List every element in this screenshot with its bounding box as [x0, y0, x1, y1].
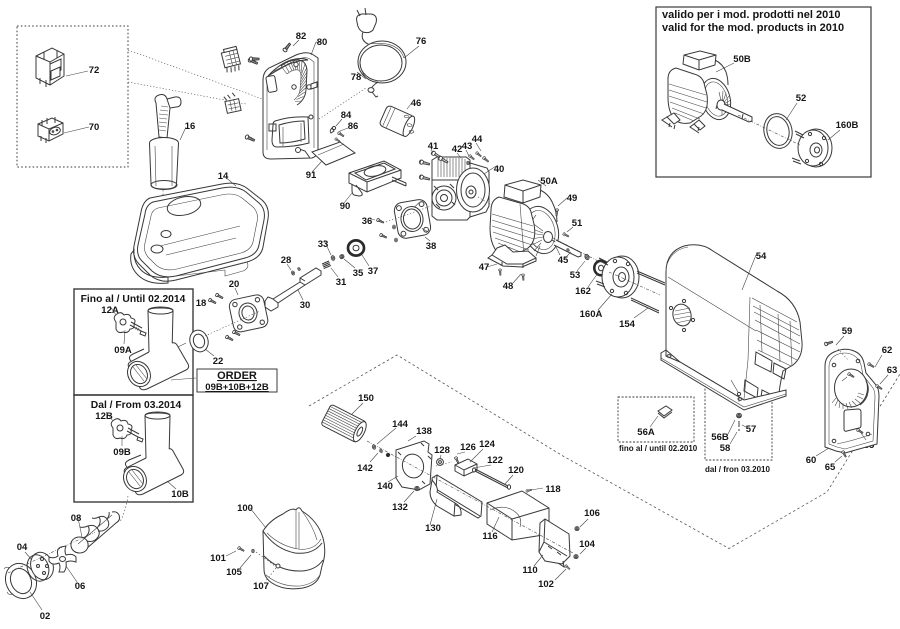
svg-text:56A: 56A — [637, 427, 655, 438]
svg-text:40: 40 — [494, 164, 505, 175]
svg-text:14: 14 — [218, 171, 229, 182]
svg-text:120: 120 — [508, 465, 524, 476]
svg-text:12A: 12A — [101, 305, 119, 316]
svg-text:02: 02 — [40, 611, 51, 622]
svg-text:140: 140 — [377, 481, 393, 492]
svg-text:09A: 09A — [114, 345, 132, 356]
svg-text:38: 38 — [426, 241, 437, 252]
svg-text:63: 63 — [887, 365, 898, 376]
svg-text:12B: 12B — [95, 411, 113, 422]
svg-text:122: 122 — [487, 455, 503, 466]
svg-text:72: 72 — [89, 65, 100, 76]
svg-text:44: 44 — [472, 134, 483, 145]
svg-text:04: 04 — [17, 542, 28, 553]
svg-text:144: 144 — [392, 419, 409, 430]
svg-text:54: 54 — [756, 251, 767, 262]
svg-text:53: 53 — [570, 270, 581, 281]
svg-text:62: 62 — [882, 345, 893, 356]
svg-text:130: 130 — [425, 523, 441, 534]
svg-text:60: 60 — [806, 455, 817, 466]
svg-text:101: 101 — [210, 553, 227, 564]
svg-text:41: 41 — [428, 141, 439, 152]
svg-text:10B: 10B — [171, 489, 189, 500]
svg-text:fino al / until 02.2010: fino al / until 02.2010 — [619, 444, 698, 453]
svg-text:84: 84 — [341, 110, 352, 121]
svg-text:138: 138 — [416, 426, 432, 437]
svg-text:48: 48 — [503, 281, 514, 292]
svg-text:06: 06 — [75, 581, 86, 592]
svg-text:90: 90 — [340, 201, 351, 212]
svg-text:124: 124 — [479, 439, 496, 450]
svg-text:35: 35 — [353, 268, 364, 279]
svg-text:dal / fron 03.2010: dal / fron 03.2010 — [705, 465, 770, 474]
svg-text:58: 58 — [720, 443, 731, 454]
svg-text:49: 49 — [567, 193, 578, 204]
svg-text:118: 118 — [545, 484, 560, 495]
svg-text:22: 22 — [213, 356, 224, 367]
svg-text:Dal / From 03.2014: Dal / From 03.2014 — [91, 400, 182, 411]
svg-text:valido per i mod. prodotti nel: valido per i mod. prodotti nel 2010 — [662, 9, 840, 21]
svg-text:110: 110 — [522, 565, 537, 576]
svg-text:33: 33 — [318, 239, 329, 250]
svg-text:106: 106 — [584, 508, 600, 519]
svg-text:128: 128 — [434, 445, 450, 456]
svg-text:142: 142 — [357, 463, 373, 474]
svg-text:20: 20 — [229, 279, 240, 290]
svg-text:56B: 56B — [711, 432, 729, 443]
svg-text:43: 43 — [462, 141, 473, 152]
svg-text:100: 100 — [237, 503, 253, 514]
svg-text:102: 102 — [538, 579, 554, 590]
svg-text:59: 59 — [842, 326, 853, 337]
svg-text:162: 162 — [575, 286, 591, 297]
svg-text:ORDER: ORDER — [217, 370, 257, 382]
svg-text:45: 45 — [558, 255, 569, 266]
svg-text:126: 126 — [460, 442, 476, 453]
svg-text:80: 80 — [317, 37, 328, 48]
svg-text:57: 57 — [746, 424, 757, 435]
svg-text:91: 91 — [306, 170, 317, 181]
svg-text:51: 51 — [572, 218, 583, 229]
svg-text:86: 86 — [348, 121, 359, 132]
svg-text:09B+10B+12B: 09B+10B+12B — [205, 382, 269, 393]
svg-text:116: 116 — [482, 531, 497, 542]
svg-text:65: 65 — [825, 462, 836, 473]
svg-text:46: 46 — [411, 98, 422, 109]
svg-text:154: 154 — [619, 319, 636, 330]
svg-text:76: 76 — [416, 36, 427, 47]
svg-text:160A: 160A — [580, 309, 603, 320]
svg-text:36: 36 — [362, 216, 373, 227]
svg-text:18: 18 — [196, 298, 207, 309]
svg-text:105: 105 — [226, 567, 243, 578]
svg-text:52: 52 — [796, 93, 807, 104]
svg-text:Fino al / Until 02.2014: Fino al / Until 02.2014 — [81, 294, 186, 305]
svg-text:09B: 09B — [113, 447, 131, 458]
svg-text:31: 31 — [336, 277, 347, 288]
svg-text:104: 104 — [579, 539, 596, 550]
svg-text:82: 82 — [296, 31, 307, 42]
svg-text:37: 37 — [368, 266, 379, 277]
svg-text:160B: 160B — [836, 120, 859, 131]
svg-text:50B: 50B — [733, 54, 751, 65]
svg-text:08: 08 — [71, 513, 82, 524]
svg-text:valid for the mod. products in: valid for the mod. products in 2010 — [662, 22, 844, 34]
svg-text:107: 107 — [253, 581, 269, 592]
svg-text:42: 42 — [452, 144, 463, 155]
svg-text:78: 78 — [351, 72, 362, 83]
svg-text:28: 28 — [281, 255, 292, 266]
svg-text:50A: 50A — [540, 176, 558, 187]
svg-text:70: 70 — [89, 122, 100, 133]
svg-text:47: 47 — [479, 262, 490, 273]
svg-text:150: 150 — [358, 393, 374, 404]
svg-text:30: 30 — [300, 300, 311, 311]
svg-text:16: 16 — [185, 121, 196, 132]
svg-text:132: 132 — [392, 502, 408, 513]
